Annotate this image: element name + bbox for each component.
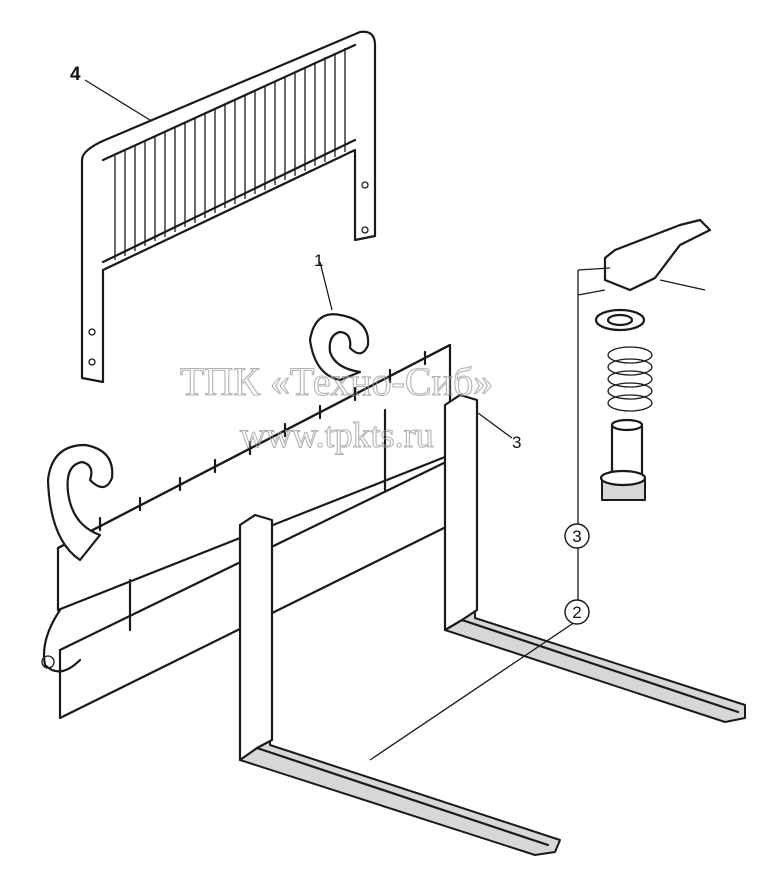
right-hook (308, 313, 370, 382)
svg-text:3: 3 (572, 527, 581, 546)
latch-lever (603, 218, 712, 292)
fork-latch-parts (577, 218, 712, 600)
callout-3-circle: 3 (564, 523, 590, 549)
left-hook (46, 443, 114, 562)
left-fork (238, 513, 561, 856)
backrest-bars (114, 48, 346, 260)
spring (607, 346, 653, 412)
callout-3-side: 3 (512, 433, 521, 452)
callout-1: 1 (314, 251, 323, 270)
watermark-line-2: www.tpkts.ru (240, 415, 434, 455)
callout-4: 4 (70, 64, 81, 85)
right-fork (443, 393, 746, 723)
callout-2-circle: 2 (564, 599, 590, 625)
load-backrest (80, 30, 377, 384)
leader-lines (84, 79, 576, 761)
svg-text:2: 2 (572, 603, 581, 622)
watermark-line-1: ТПК «Техно-Сиб» (180, 359, 493, 404)
latch-pin (599, 418, 647, 501)
